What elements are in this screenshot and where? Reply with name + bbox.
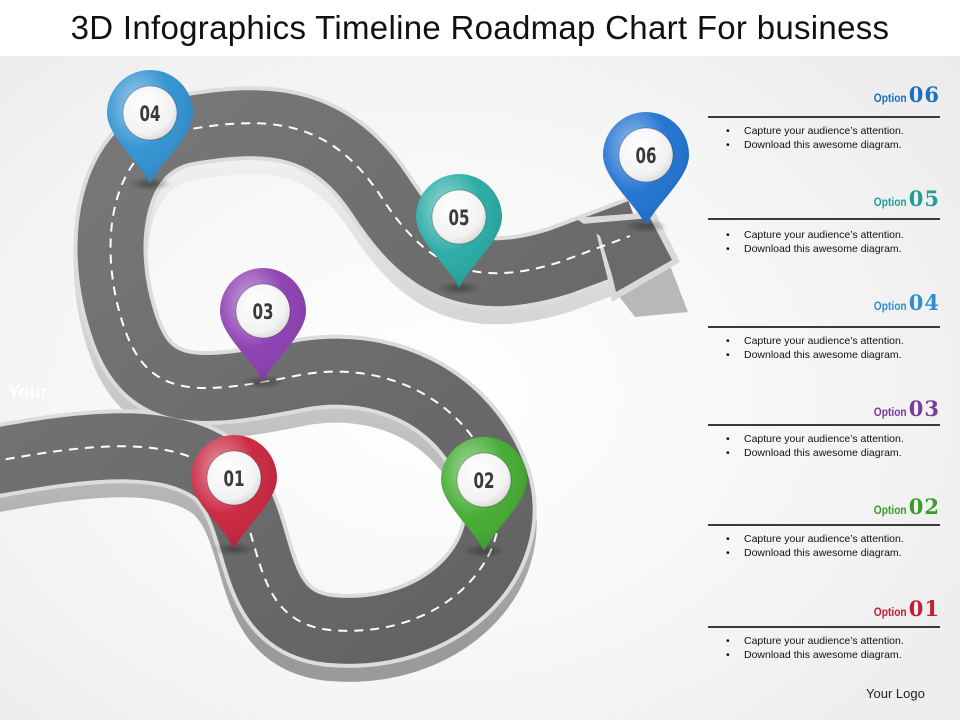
pin-label: 04	[139, 102, 160, 126]
option-bullet: Download this awesome diagram.	[726, 446, 904, 460]
option-bullets-01: Capture your audience’s attention. Downl…	[726, 634, 904, 662]
pin-label: 03	[252, 300, 273, 324]
option-bullet: Download this awesome diagram.	[726, 242, 904, 256]
watermark-text: Your	[8, 382, 48, 402]
option-bullet: Capture your audience’s attention.	[726, 432, 904, 446]
option-bullets-03: Capture your audience’s attention. Downl…	[726, 432, 904, 460]
map-pin-02: 02	[441, 437, 527, 558]
map-pin-03: 03	[220, 268, 306, 389]
option-word-06: Option	[873, 91, 907, 105]
option-bullets-02: Capture your audience’s attention. Downl…	[726, 532, 904, 560]
option-heading-05: Option 05	[868, 186, 940, 211]
map-pin-06: 06	[603, 112, 689, 233]
option-word-04: Option	[873, 299, 907, 313]
option-bullet: Download this awesome diagram.	[726, 546, 904, 560]
roadmap-graphic: Your 01 02 03 04 05 06	[0, 69, 689, 682]
slide-title: 3D Infographics Timeline Roadmap Chart F…	[0, 0, 960, 56]
road-center-dashes	[0, 122, 631, 632]
option-heading-04: Option 04	[868, 290, 940, 315]
option-divider-05	[708, 218, 940, 220]
option-heading-06: Option 06	[868, 82, 940, 107]
option-word-01: Option	[873, 605, 907, 619]
option-heading-03: Option 03	[868, 396, 940, 421]
option-word-03: Option	[873, 405, 907, 419]
option-divider-01	[708, 626, 940, 628]
map-pin-04: 04	[106, 69, 194, 191]
pin-label: 05	[448, 206, 469, 230]
option-divider-02	[708, 524, 940, 526]
option-number-02: 02	[908, 494, 940, 519]
pin-disc	[206, 450, 262, 506]
pin-disc	[235, 283, 291, 339]
option-number-04: 04	[908, 290, 940, 315]
option-bullet: Download this awesome diagram.	[726, 348, 904, 362]
option-bullet: Capture your audience’s attention.	[726, 532, 904, 546]
pin-disc	[122, 85, 178, 141]
option-number-05: 05	[908, 186, 940, 211]
road-arrow-head-surface	[582, 218, 672, 292]
pins-layer: 01 02 03 04 05 06	[106, 69, 689, 558]
option-divider-06	[708, 116, 940, 118]
option-bullets-05: Capture your audience’s attention. Downl…	[726, 228, 904, 256]
option-divider-03	[708, 424, 940, 426]
option-bullets-04: Capture your audience’s attention. Downl…	[726, 334, 904, 362]
option-heading-02: Option 02	[868, 494, 940, 519]
option-bullet: Capture your audience’s attention.	[726, 634, 904, 648]
pin-disc	[431, 189, 487, 245]
option-heading-01: Option 01	[868, 596, 940, 621]
option-bullet: Capture your audience’s attention.	[726, 124, 904, 138]
map-pin-01: 01	[191, 435, 277, 556]
pin-disc	[456, 452, 512, 508]
footer-logo: Your Logo	[866, 686, 925, 701]
option-word-05: Option	[873, 195, 907, 209]
map-pin-05: 05	[416, 174, 502, 295]
option-number-01: 01	[908, 596, 940, 621]
option-bullet: Download this awesome diagram.	[726, 138, 904, 152]
option-word-02: Option	[873, 503, 907, 517]
option-number-06: 06	[908, 82, 940, 107]
option-bullet: Capture your audience’s attention.	[726, 228, 904, 242]
option-bullet: Capture your audience’s attention.	[726, 334, 904, 348]
pin-label: 01	[223, 467, 244, 491]
option-number-03: 03	[908, 396, 940, 421]
option-bullets-06: Capture your audience’s attention. Downl…	[726, 124, 904, 152]
pin-label: 06	[635, 144, 656, 168]
option-bullet: Download this awesome diagram.	[726, 648, 904, 662]
option-divider-04	[708, 326, 940, 328]
pin-disc	[618, 127, 674, 183]
road-surface	[0, 90, 652, 664]
pin-label: 02	[473, 469, 494, 493]
